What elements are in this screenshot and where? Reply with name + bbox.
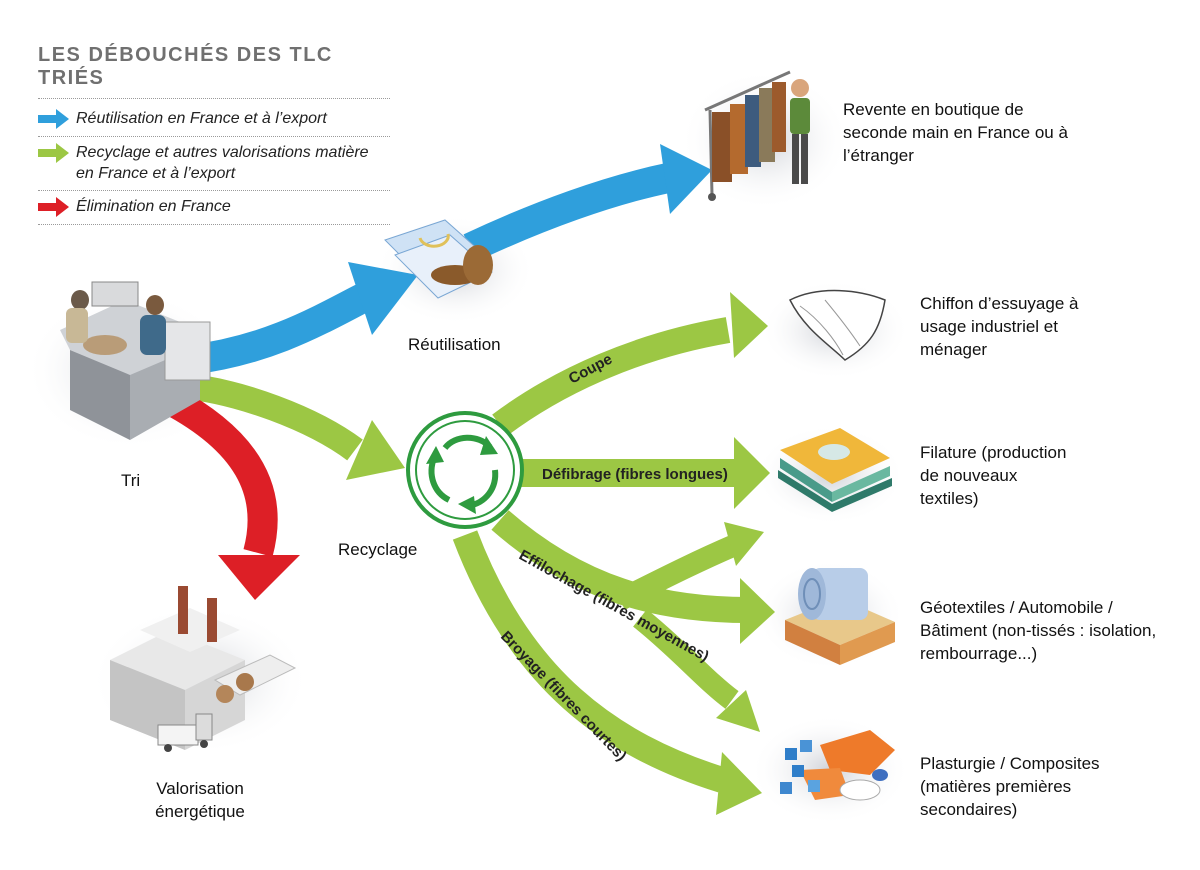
node-label-valorisation: Valorisation énergétique	[155, 779, 245, 821]
legend-label: Recyclage et autres valorisations matièr…	[76, 144, 369, 182]
arrow-reutilisation-to-revente	[463, 144, 712, 262]
clothing-rack-icon	[704, 70, 810, 201]
output-label-filature: Filature (production de nouveaux textile…	[920, 443, 1067, 508]
output-label-geotextiles: Géotextiles / Automobile / Bâtiment (non…	[920, 598, 1157, 663]
blue-arrow-icon	[38, 109, 69, 129]
flow-label-broyage: Broyage (fibres courtes)	[497, 628, 630, 765]
legend: LES DÉBOUCHÉS DES TLC TRIÉS Réutilisatio…	[38, 44, 390, 225]
insulation-roll-icon	[785, 568, 895, 665]
flow-label-defibrage: Défibrage (fibres longues)	[542, 466, 728, 483]
node-label-tri: Tri	[121, 471, 141, 490]
folded-textiles-icon	[778, 428, 892, 512]
legend-label: Réutilisation en France et à l’export	[76, 110, 327, 127]
arrow-coupe	[492, 292, 768, 436]
output-label-chiffon: Chiffon d’essuyage à usage industriel et…	[920, 294, 1079, 359]
output-label-revente: Revente en boutique de seconde main en F…	[843, 100, 1068, 165]
clothes-shoes-icon	[384, 219, 493, 299]
output-label-plasturgie: Plasturgie / Composites (matières premiè…	[920, 754, 1100, 819]
red-arrow-icon	[38, 197, 69, 217]
cloth-icon	[788, 289, 886, 361]
legend-label: Élimination en France	[76, 198, 231, 215]
legend-item-elimination: Élimination en France	[38, 191, 390, 225]
arrow-tri-to-reutilisation	[188, 262, 418, 375]
arrow-effilochage	[491, 510, 775, 732]
arrow-defibrage	[515, 437, 770, 509]
recycle-icon	[406, 411, 524, 529]
legend-item-reutilisation: Réutilisation en France et à l’export	[38, 103, 390, 137]
arrow-broyage	[452, 530, 762, 815]
plastic-pellets-icon	[780, 730, 895, 801]
incinerator-icon	[110, 586, 297, 752]
node-label-reutilisation: Réutilisation	[408, 335, 501, 354]
node-label-recyclage: Recyclage	[338, 540, 418, 559]
green-arrow-icon	[38, 143, 69, 163]
arrow-tri-to-valorisation	[162, 386, 300, 600]
legend-title: LES DÉBOUCHÉS DES TLC TRIÉS	[38, 44, 390, 99]
legend-item-recyclage: Recyclage et autres valorisations matièr…	[38, 137, 390, 191]
sorting-station-icon	[60, 281, 211, 440]
